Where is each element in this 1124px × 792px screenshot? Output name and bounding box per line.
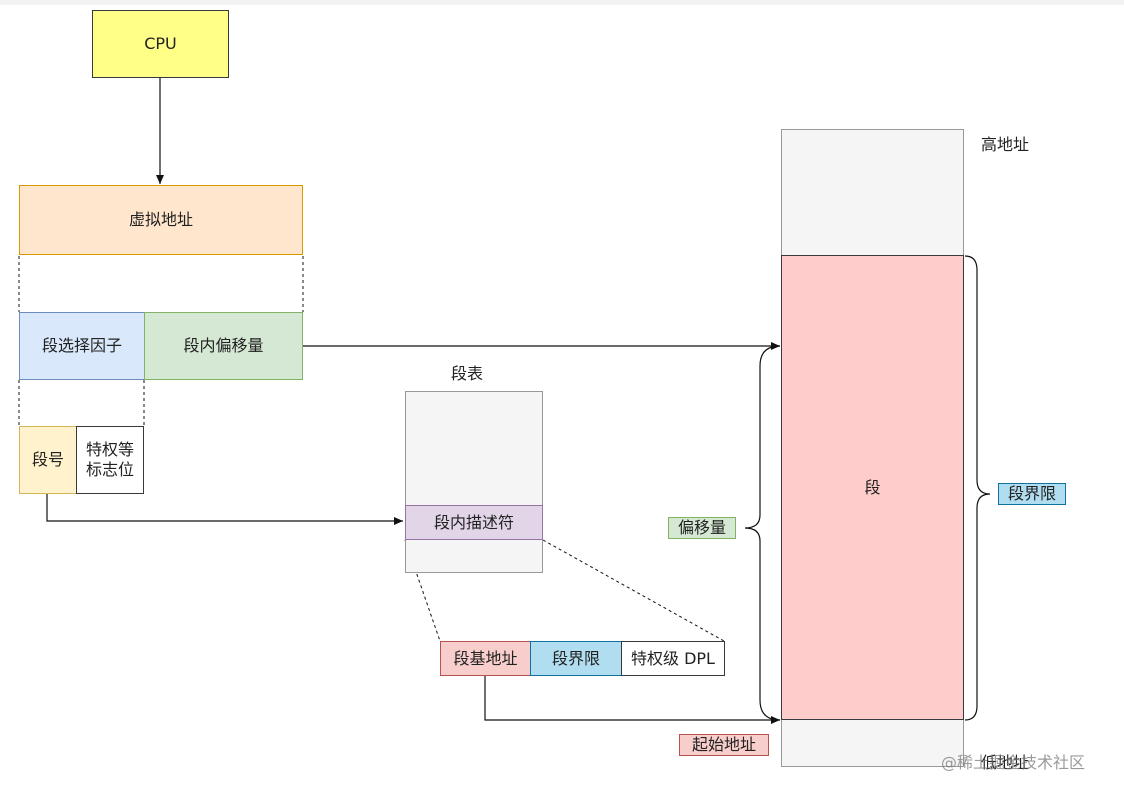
watermark: @稀土掘金技术社区 [941, 753, 1086, 772]
offset-brace [744, 345, 781, 721]
segment-offset-box: 段内偏移量 [144, 312, 303, 380]
virtual-address-label: 虚拟地址 [128, 210, 193, 229]
base-address-label: 段基地址 [453, 648, 518, 668]
segment-selector-label: 段选择因子 [41, 336, 122, 355]
segment-selector-box: 段选择因子 [19, 312, 145, 380]
start-address-tag-label: 起始地址 [691, 735, 756, 754]
cpu-label: CPU [144, 34, 177, 53]
segment-region-label: 段 [864, 477, 881, 497]
limit-field: 段界限 [530, 641, 622, 676]
segment-number-box: 段号 [19, 426, 77, 494]
privilege-flags-box: 特权等标志位 [76, 426, 144, 494]
offset-tag-label: 偏移量 [677, 518, 726, 537]
segment-limit-tag-label: 段界限 [1007, 484, 1056, 503]
segment-limit-tag: 段界限 [998, 483, 1066, 505]
dpl-field: 特权级 DPL [621, 641, 725, 676]
top-edge [0, 0, 1124, 5]
segment-offset-label: 段内偏移量 [183, 336, 264, 355]
segment-descriptor-row: 段内描述符 [405, 505, 543, 540]
cpu-box: CPU [92, 10, 229, 78]
segment-table [405, 391, 543, 573]
privilege-flags-label: 特权等标志位 [85, 440, 134, 479]
descriptor-zoom-right [542, 539, 725, 642]
segment-table-title: 段表 [451, 364, 484, 383]
segment-limit-brace [964, 255, 991, 721]
offset-tag: 偏移量 [668, 517, 736, 539]
base-address-field: 段基地址 [440, 641, 531, 676]
start-address-tag: 起始地址 [679, 734, 769, 756]
segment-number-to-descriptor-arrow [46, 494, 403, 525]
base-to-start-address-arrow [484, 676, 780, 724]
segment-region: 段 [781, 255, 964, 720]
high-address-label: 高地址 [981, 135, 1030, 154]
limit-field-label: 段界限 [551, 648, 600, 668]
low-address-label: 低地址 [981, 753, 1030, 772]
segment-number-label: 段号 [31, 450, 64, 469]
virtual-address-box: 虚拟地址 [19, 185, 303, 255]
dpl-field-label: 特权级 DPL [631, 648, 715, 668]
segment-descriptor-label: 段内描述符 [433, 512, 514, 532]
